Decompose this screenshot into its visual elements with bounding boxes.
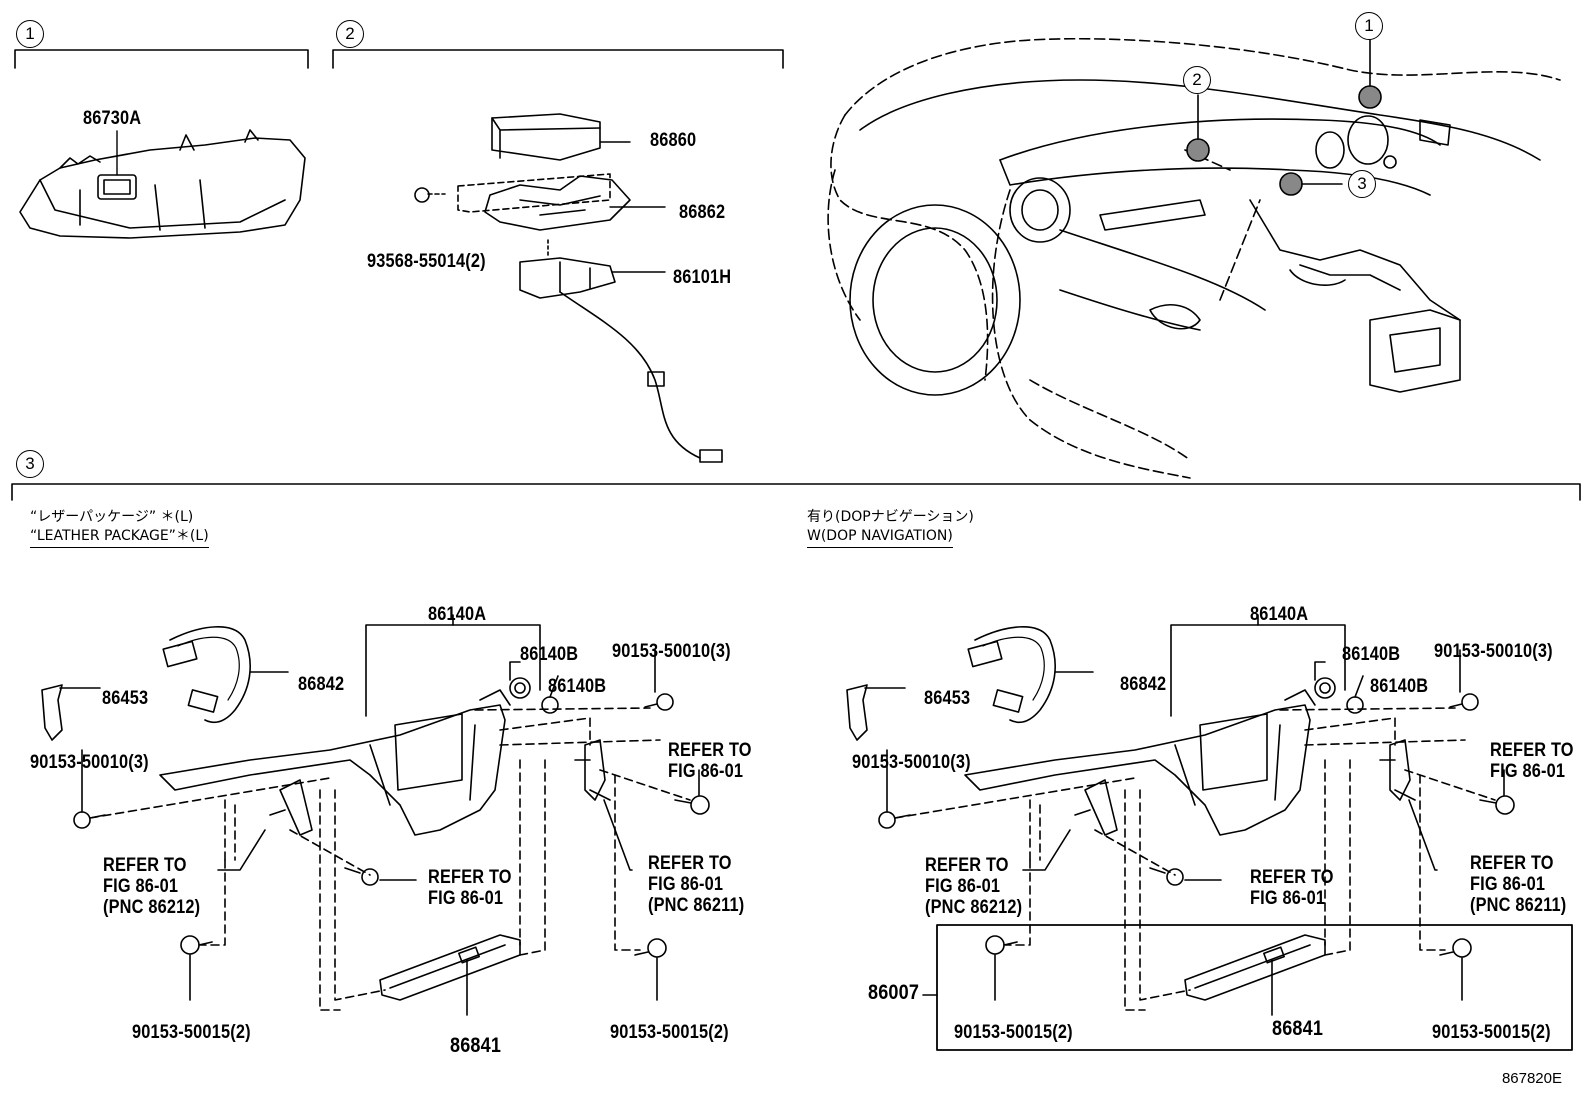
left-refer-left-line1: REFER TO (103, 855, 187, 876)
left-refer-center-line2: FIG 86-01 (428, 888, 504, 909)
right-refer-right-line2: FIG 86-01 (1490, 761, 1566, 782)
right-refer-left-line1: REFER TO (925, 855, 1009, 876)
left-refer-far-right-line3: (PNC 86211) (648, 895, 745, 916)
right-part-86140A-label: 86140A (1250, 604, 1309, 625)
car-callout-1: 1 (1355, 12, 1383, 40)
right-part-86841-label: 86841 (1272, 1017, 1324, 1040)
section-1-number: 1 (16, 20, 44, 48)
right-refer-far-right-line1: REFER TO (1470, 853, 1554, 874)
bolt-93568-label: 93568-55014(2) (367, 251, 486, 272)
left-variant-illustration (41, 614, 710, 1016)
right-bolt-top-left-label: 90153-50010(3) (852, 752, 971, 773)
left-part-86842-label: 86842 (298, 674, 345, 695)
section-1-bracket (14, 49, 309, 69)
right-bolt-bottom-right-label: 90153-50015(2) (1432, 1022, 1551, 1043)
left-refer-far-right-line1: REFER TO (648, 853, 732, 874)
right-bolt-bottom-left-label: 90153-50015(2) (954, 1022, 1073, 1043)
variant-right-en-title: W(DOP NAVIGATION) (807, 527, 953, 548)
left-part-86140A-label: 86140A (428, 604, 487, 625)
left-refer-left-line2: FIG 86-01 (103, 876, 179, 897)
variant-left-en-title: “LEATHER PACKAGE”＊(L) (30, 527, 209, 548)
left-refer-right-line1: REFER TO (668, 740, 752, 761)
left-bolt-top-right-label: 90153-50010(3) (612, 641, 731, 662)
left-part-86140B-label-1: 86140B (520, 644, 579, 665)
left-part-86841-label: 86841 (450, 1034, 502, 1057)
right-refer-left-line2: FIG 86-01 (925, 876, 1001, 897)
right-part-86140B-label-1: 86140B (1342, 644, 1401, 665)
left-part-86453-label: 86453 (102, 688, 149, 709)
right-bolt-top-right-label: 90153-50010(3) (1434, 641, 1553, 662)
part-86101H-label: 86101H (673, 267, 732, 288)
section-3-bracket (11, 483, 1581, 501)
car-interior-illustration (827, 37, 1561, 479)
variant-right-jp-title: 有り(DOPナビゲーション) (807, 509, 974, 525)
right-refer-far-right-line2: FIG 86-01 (1470, 874, 1546, 895)
left-bolt-bottom-left-label: 90153-50015(2) (132, 1022, 251, 1043)
section-2-bracket (332, 49, 784, 69)
right-refer-left-line3: (PNC 86212) (925, 897, 1023, 918)
left-bolt-bottom-right-label: 90153-50015(2) (610, 1022, 729, 1043)
section-2-number: 2 (336, 20, 364, 48)
left-refer-center-line1: REFER TO (428, 867, 512, 888)
car-callout-2: 2 (1183, 66, 1211, 94)
roof-console-illustration (19, 129, 306, 239)
airbag-sensor-illustration (414, 113, 723, 463)
right-refer-far-right-line3: (PNC 86211) (1470, 895, 1567, 916)
right-part-86453-label: 86453 (924, 688, 971, 709)
right-refer-right-line1: REFER TO (1490, 740, 1574, 761)
part-86730A-label: 86730A (83, 108, 142, 129)
left-refer-right-line2: FIG 86-01 (668, 761, 744, 782)
part-86862-label: 86862 (679, 202, 726, 223)
right-part-86140B-label-2: 86140B (1370, 676, 1429, 697)
right-variant-illustration (846, 614, 1573, 1051)
section-3-number: 3 (16, 450, 44, 478)
left-part-86140B-label-2: 86140B (548, 676, 607, 697)
left-refer-far-right-line2: FIG 86-01 (648, 874, 724, 895)
part-86860-label: 86860 (650, 130, 697, 151)
left-bolt-top-left-label: 90153-50010(3) (30, 752, 149, 773)
left-refer-left-line3: (PNC 86212) (103, 897, 201, 918)
variant-left-jp-title: “レザーパッケージ” ＊(L) (30, 509, 194, 525)
figure-code: 867820E (1501, 1070, 1562, 1087)
right-refer-center-line1: REFER TO (1250, 867, 1334, 888)
right-part-86842-label: 86842 (1120, 674, 1167, 695)
right-refer-center-line2: FIG 86-01 (1250, 888, 1326, 909)
car-callout-3: 3 (1348, 170, 1376, 198)
right-part-86007-label: 86007 (868, 981, 920, 1004)
